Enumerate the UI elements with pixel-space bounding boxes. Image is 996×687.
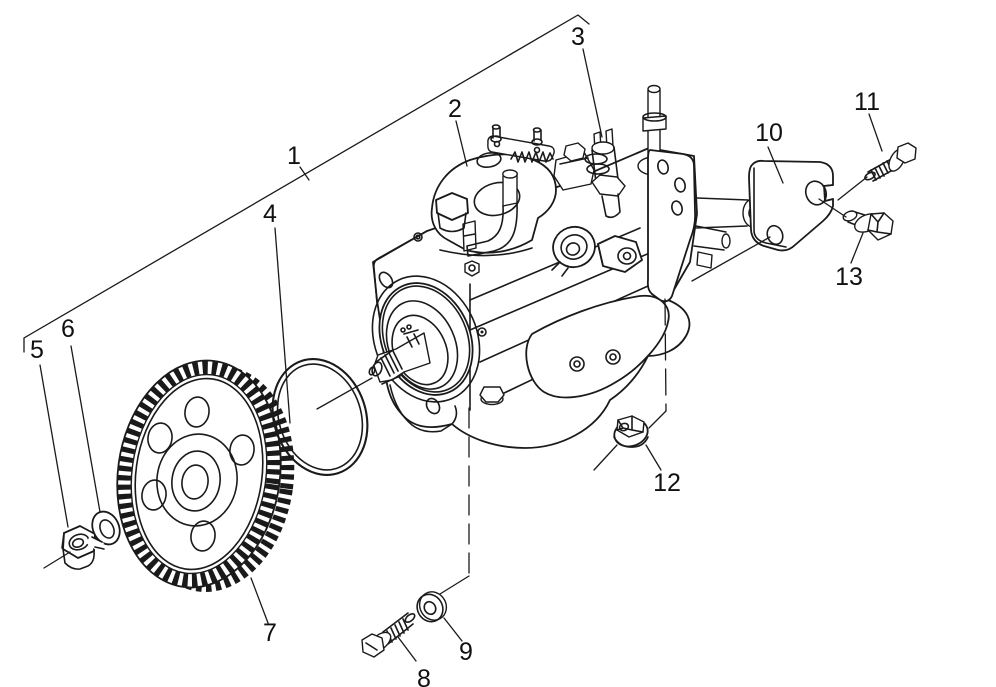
mounting-studs xyxy=(693,225,731,269)
bracket-mount-line xyxy=(691,236,771,282)
bolt11-insert-line xyxy=(837,176,868,201)
gear-cover-bolt xyxy=(361,612,416,658)
flange-nut xyxy=(613,415,649,448)
leader-4 xyxy=(274,227,291,424)
mounting-bracket xyxy=(748,159,834,252)
callout-11: 11 xyxy=(854,88,880,116)
leader-11 xyxy=(868,113,883,152)
leader-12 xyxy=(645,444,662,471)
callout-2: 2 xyxy=(448,95,462,123)
nut-axis-line xyxy=(43,551,71,569)
callout-labels: 1 2 3 4 5 6 7 8 9 10 11 12 13 xyxy=(30,23,880,687)
leader-6 xyxy=(70,345,101,513)
leader-8 xyxy=(397,636,417,662)
bottom-flange-bolt xyxy=(479,386,505,406)
callout-3: 3 xyxy=(571,23,585,51)
callout-13: 13 xyxy=(835,263,863,291)
callout-4: 4 xyxy=(263,200,277,228)
leader-2 xyxy=(455,120,468,167)
leader-9 xyxy=(443,617,463,642)
outlet-hex-fitting xyxy=(597,235,643,273)
callout-1: 1 xyxy=(287,142,301,170)
cover-pin-and-pipe xyxy=(466,169,518,257)
nut12-axis-solid xyxy=(648,410,667,429)
leader-10 xyxy=(767,146,784,184)
callout-5: 5 xyxy=(30,336,44,364)
callout-8: 8 xyxy=(417,665,431,687)
plain-washer xyxy=(416,591,448,623)
leader-3 xyxy=(582,48,603,138)
flange-bolt-long xyxy=(864,142,917,182)
callout-7: 7 xyxy=(263,619,277,647)
leader-13 xyxy=(850,232,864,264)
callout-6: 6 xyxy=(61,315,75,343)
lock-washer xyxy=(86,510,121,552)
callout-9: 9 xyxy=(459,638,473,666)
lower-housing-boss xyxy=(525,294,670,399)
fuel-shutoff-solenoid xyxy=(584,128,626,219)
nut12-axis-dashed xyxy=(664,298,667,412)
leader-lines xyxy=(23,14,883,662)
callout-12: 12 xyxy=(653,469,681,497)
bolt8-axis-solid xyxy=(439,575,470,595)
nut12-axis-lower xyxy=(593,444,618,471)
leader-1 xyxy=(23,14,590,353)
pump-rear-plate xyxy=(646,149,697,303)
pump-drive-shaft xyxy=(368,324,431,385)
leader-1-tick xyxy=(299,166,310,181)
drive-gear xyxy=(116,359,295,592)
leader-5 xyxy=(39,364,69,528)
oring-axis-line xyxy=(316,377,373,410)
distributor-hub xyxy=(551,225,596,277)
adjusting-spring xyxy=(510,142,595,191)
shaft-nut xyxy=(61,525,96,570)
leader-7 xyxy=(250,577,269,624)
bolt13-insert-line xyxy=(818,198,847,218)
o-ring xyxy=(271,358,369,476)
flange-bolt-short xyxy=(842,210,894,241)
cover-hex-plug xyxy=(435,192,469,233)
callout-10: 10 xyxy=(755,119,783,147)
